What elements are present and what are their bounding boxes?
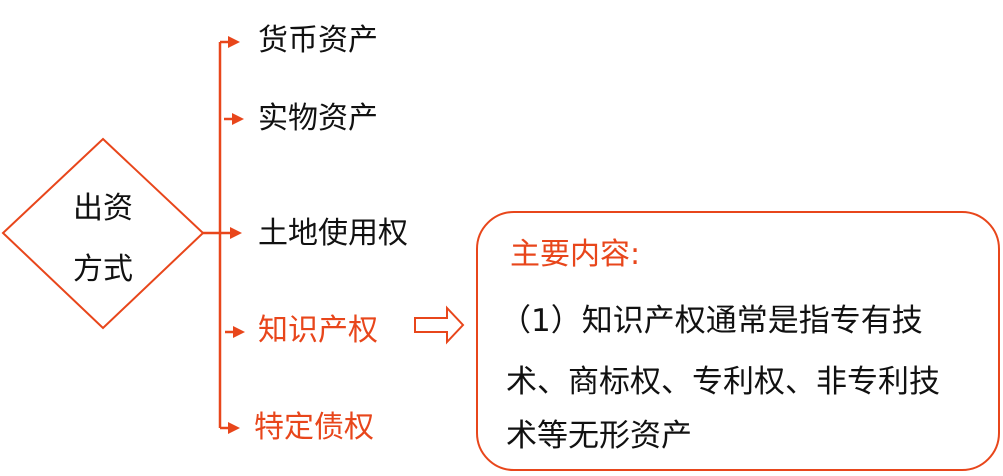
arrow-icon	[220, 422, 240, 434]
branch-currency-assets: 货币资产	[258, 23, 378, 58]
detail-box-line: （1）知识产权通常是指专有技	[500, 303, 923, 339]
branch-physical-assets: 实物资产	[258, 101, 378, 136]
detail-box-title: 主要内容:	[510, 237, 641, 272]
root-label-line1: 出资	[73, 191, 133, 226]
arrow-icon	[225, 326, 245, 338]
arrow-icon	[224, 113, 244, 125]
branch-intellectual-property: 知识产权	[258, 313, 378, 348]
detail-box: 主要内容: （1）知识产权通常是指专有技 术、商标权、专利权、非专利技 术等无形…	[476, 211, 1000, 471]
root-diamond-shape	[1, 137, 205, 330]
branch-specific-claims: 特定债权	[254, 410, 374, 445]
arrow-icon	[220, 36, 240, 48]
root-label-line2: 方式	[73, 252, 133, 287]
hollow-right-arrow-icon	[414, 305, 465, 345]
detail-box-line: 术、商标权、专利权、非专利技	[506, 364, 940, 400]
arrow-icon	[220, 227, 242, 239]
detail-box-line: 术等无形资产	[506, 418, 692, 454]
branch-land-use-rights: 土地使用权	[258, 216, 408, 251]
